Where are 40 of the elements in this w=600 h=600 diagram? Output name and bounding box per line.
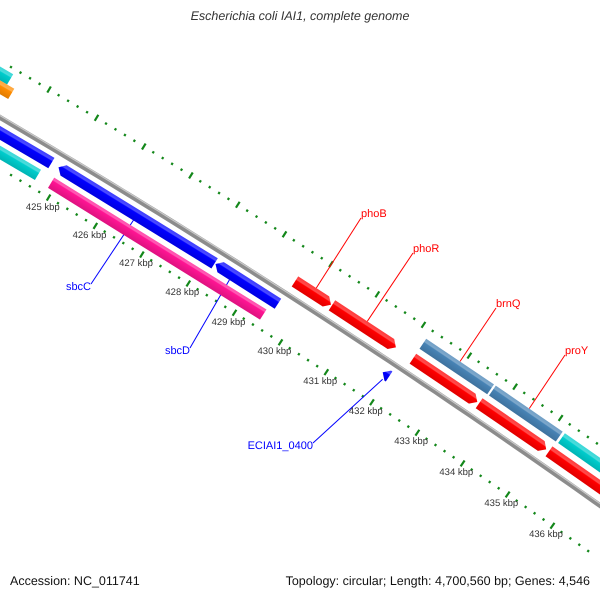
leader-line [366, 252, 414, 322]
leader-line [316, 218, 362, 288]
gene-label: phoB [361, 208, 387, 221]
gene-feature [58, 165, 218, 268]
gene-feature [476, 398, 546, 451]
tick-label: 435 kbp [484, 497, 518, 510]
gene-label: sbcC [66, 281, 91, 294]
gene-feature [216, 262, 282, 309]
gene-feature [382, 370, 392, 382]
footer-text: Accession: NC_011741 [10, 575, 140, 588]
gene-feature [410, 354, 478, 404]
leader-line [460, 308, 496, 362]
gene-feature [489, 386, 563, 442]
gene-label: brnQ [496, 298, 520, 311]
leader-line [312, 378, 384, 444]
gene-label: phoR [413, 243, 440, 256]
gene-feature [328, 300, 396, 349]
tick-label: 436 kbp [529, 528, 563, 542]
tick-label: 428 kbp [165, 286, 200, 300]
tick-label: 431 kbp [303, 374, 338, 388]
tick-label: 427 kbp [119, 257, 153, 270]
gene-feature [546, 446, 600, 497]
tick-label: 430 kbp [258, 345, 292, 358]
gene-label: proY [565, 345, 588, 358]
tick-label: 433 kbp [394, 435, 428, 448]
tick-label: 429 kbp [212, 316, 246, 328]
gene-label: sbcD [164, 345, 190, 358]
leader-line [528, 354, 566, 409]
tick-label: 426 kbp [72, 228, 106, 242]
leader-line [90, 220, 134, 284]
footer-text: Topology: circular; Length: 4,700,560 bp; Genes: 4,546 [286, 575, 590, 588]
leader-line [190, 279, 230, 348]
tick-label: 425 kbp [26, 200, 60, 214]
map-title: Escherichia coli IAI1, complete genome [190, 10, 410, 23]
tick-label: 434 kbp [439, 466, 474, 479]
tick-label: 432 kbp [348, 404, 383, 418]
gene-label: ECIAI1_0400 [248, 440, 313, 453]
gene-feature [558, 433, 600, 474]
gene-feature [292, 276, 331, 306]
gene-feature [420, 338, 494, 394]
